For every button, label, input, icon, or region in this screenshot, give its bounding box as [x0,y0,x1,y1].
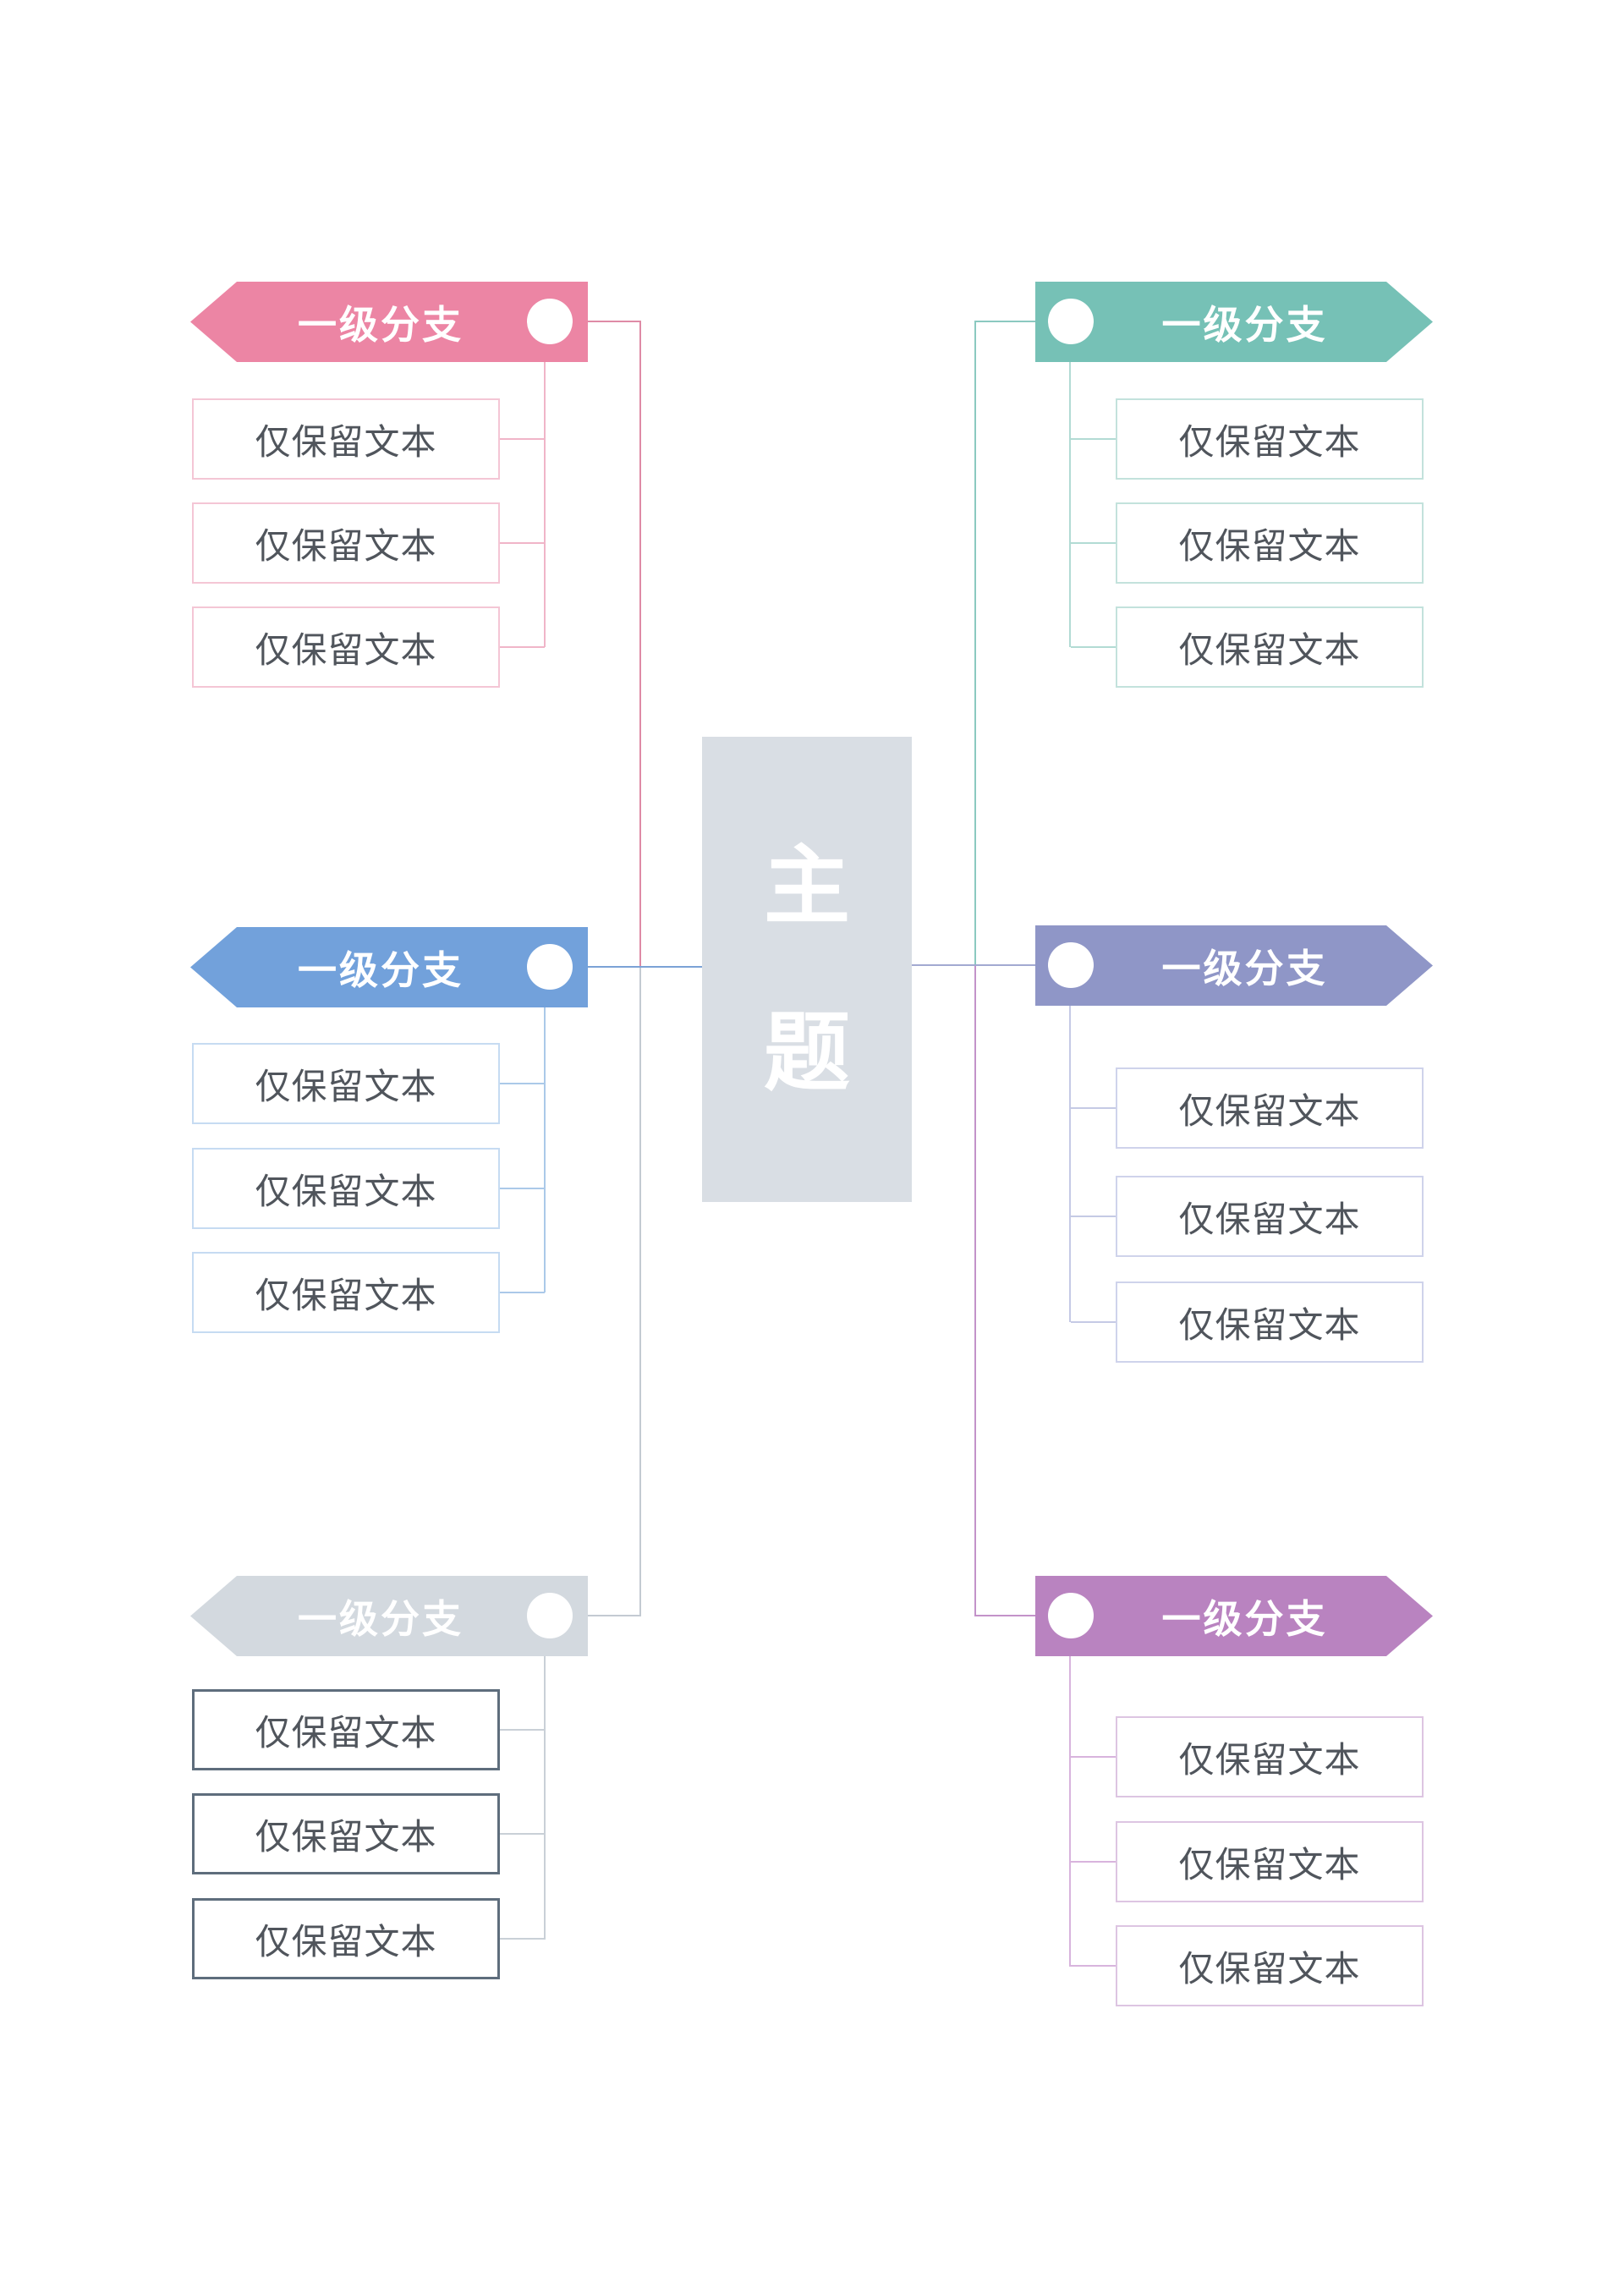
connector-line [1069,362,1071,647]
branch-label: 一级分支 [298,947,464,992]
connector-line [1071,438,1116,440]
child-node[interactable]: 仅保留文本 [192,1148,500,1229]
connector-line [1071,1861,1116,1863]
branch-label: 一级分支 [1161,946,1328,991]
connector-line [500,1292,545,1293]
connector-line [588,321,641,322]
connector-line [1071,646,1116,648]
child-label: 仅保留文本 [255,525,437,566]
child-node[interactable]: 仅保留文本 [192,502,500,584]
connector-line [588,1615,641,1616]
child-node[interactable]: 仅保留文本 [1116,1716,1424,1797]
branch-node-middle-left[interactable]: 一级分支 [190,927,588,1007]
child-label: 仅保留文本 [255,421,437,462]
child-node[interactable]: 仅保留文本 [192,1689,500,1770]
child-node[interactable]: 仅保留文本 [1116,1821,1424,1902]
child-node[interactable]: 仅保留文本 [1116,502,1424,584]
child-node[interactable]: 仅保留文本 [192,398,500,480]
child-label: 仅保留文本 [1178,525,1361,566]
child-node[interactable]: 仅保留文本 [192,606,500,688]
child-node[interactable]: 仅保留文本 [192,1898,500,1979]
child-label: 仅保留文本 [255,1066,437,1106]
branch-bullet-circle-icon [1048,942,1094,988]
child-label: 仅保留文本 [1178,421,1361,462]
connector-line [544,1656,546,1940]
central-topic-char: 题 [764,1004,850,1101]
connector-line [912,964,1035,966]
child-label: 仅保留文本 [255,1171,437,1211]
connector-line [500,1188,545,1189]
branch-bullet-circle-icon [1048,299,1094,344]
child-label: 仅保留文本 [1178,1199,1361,1239]
connector-line [500,1833,545,1835]
child-node[interactable]: 仅保留文本 [1116,606,1424,688]
branch-bullet-circle-icon [527,299,573,344]
connector-line [974,966,976,1616]
child-node[interactable]: 仅保留文本 [192,1043,500,1124]
connector-line [1071,1107,1116,1109]
child-label: 仅保留文本 [255,1816,437,1857]
connector-line [500,438,545,440]
child-label: 仅保留文本 [1178,629,1361,670]
child-label: 仅保留文本 [255,1712,437,1753]
child-label: 仅保留文本 [1178,1948,1361,1989]
branch-label: 一级分支 [1161,1596,1328,1641]
child-node[interactable]: 仅保留文本 [1116,1067,1424,1149]
branch-node-bottom-left[interactable]: 一级分支 [190,1576,588,1656]
branch-label: 一级分支 [298,1596,464,1641]
branch-label: 一级分支 [1161,302,1328,347]
child-node[interactable]: 仅保留文本 [192,1793,500,1874]
child-label: 仅保留文本 [255,629,437,670]
connector-line [1071,1965,1116,1967]
branch-bullet-circle-icon [527,944,573,990]
branch-bullet-circle-icon [527,1593,573,1638]
connector-line [639,321,641,968]
branch-bullet-circle-icon [1048,1593,1094,1638]
connector-line [1071,1216,1116,1217]
connector-line [500,1729,545,1731]
connector-line [1069,1656,1071,1967]
branch-node-top-right[interactable]: 一级分支 [1035,282,1433,362]
connector-line [974,321,976,966]
branch-node-bottom-right[interactable]: 一级分支 [1035,1576,1433,1656]
child-label: 仅保留文本 [1178,1739,1361,1780]
child-node[interactable]: 仅保留文本 [1116,1925,1424,2006]
central-topic-node[interactable]: 主 题 [702,737,912,1202]
connector-line [500,646,545,648]
child-node[interactable]: 仅保留文本 [192,1252,500,1333]
connector-line [1069,1006,1071,1322]
child-label: 仅保留文本 [255,1275,437,1315]
child-label: 仅保留文本 [1178,1844,1361,1885]
child-node[interactable]: 仅保留文本 [1116,1281,1424,1363]
connector-line [544,362,546,647]
central-topic-char: 主 [764,837,850,935]
connector-line [544,1007,546,1292]
child-label: 仅保留文本 [255,1921,437,1962]
child-node[interactable]: 仅保留文本 [1116,1176,1424,1257]
connector-line [1071,542,1116,544]
branch-label: 一级分支 [298,302,464,347]
child-label: 仅保留文本 [1178,1090,1361,1131]
connector-line [500,542,545,544]
connector-line [500,1083,545,1084]
child-node[interactable]: 仅保留文本 [1116,398,1424,480]
child-label: 仅保留文本 [1178,1304,1361,1345]
branch-node-middle-right[interactable]: 一级分支 [1035,925,1433,1006]
connector-line [639,968,641,1616]
connector-line [588,966,702,968]
branch-node-top-left[interactable]: 一级分支 [190,282,588,362]
connector-line [500,1938,545,1940]
connector-line [1071,1756,1116,1758]
connector-line [975,321,1035,322]
connector-line [975,1615,1035,1616]
connector-line [1071,1321,1116,1323]
